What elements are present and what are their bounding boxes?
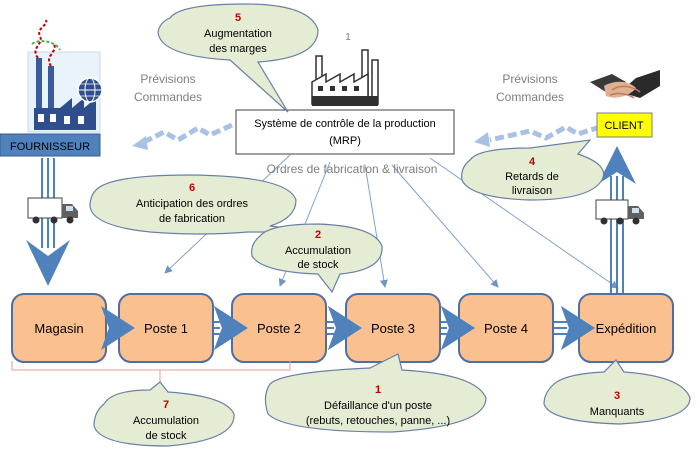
page-number: 1 xyxy=(345,32,351,43)
handshake-icon xyxy=(590,70,660,99)
callout-2-line2: de stock xyxy=(298,259,339,271)
callout-3-line1: Manquants xyxy=(590,406,645,418)
callout-7 xyxy=(93,381,235,447)
station-label: Poste 2 xyxy=(257,321,301,336)
process-stations: Magasin Poste 1 Poste 2 Poste 3 Poste 4 Expéd… xyxy=(11,293,674,363)
stock-bracket xyxy=(11,361,291,371)
callout-5 xyxy=(157,3,319,113)
callout-7-line1: Accumulation xyxy=(133,415,199,427)
callout-1-line1: Défaillance d'un poste xyxy=(324,400,432,412)
info-flow-left xyxy=(132,122,234,150)
mrp-title: Système de contrôle de la production xyxy=(254,118,436,130)
supplier-box xyxy=(0,133,101,157)
mrp-subtitle: (MRP) xyxy=(329,135,361,147)
callout-2-number: 2 xyxy=(315,229,321,241)
station-3: Poste 2 xyxy=(231,293,327,363)
order-arrow-expedition xyxy=(429,157,619,289)
callout-1-number: 1 xyxy=(375,384,381,396)
station-arrowhead xyxy=(561,306,595,350)
truck-icon xyxy=(595,199,644,225)
supplier-down-arrow xyxy=(26,158,70,286)
callout-4 xyxy=(461,139,605,201)
order-arrow-poste3 xyxy=(364,164,388,288)
station-label: Expédition xyxy=(596,321,657,336)
callout-5-line2: des marges xyxy=(209,43,267,55)
orders-label: Ordres de fabrication & livraison xyxy=(267,162,438,176)
callout-1-line2: (rebuts, retouches, panne, ...) xyxy=(306,415,450,427)
callout-3-number: 3 xyxy=(614,390,620,402)
callout-4-line2: livraison xyxy=(512,185,552,197)
left-flow-label-1: Prévisions xyxy=(140,72,195,86)
supplier: FOURNISSEUR xyxy=(0,19,103,157)
client-label: CLIENT xyxy=(604,120,643,132)
callout-7-line2: de stock xyxy=(146,430,187,442)
callout-6 xyxy=(89,174,319,235)
station-arrowhead xyxy=(328,306,362,350)
callout-7-number: 7 xyxy=(163,399,169,411)
truck-icon xyxy=(27,197,78,224)
station-box xyxy=(11,293,107,363)
left-flow-label-2: Commandes xyxy=(134,90,202,104)
callout-5-line1: Augmentation xyxy=(204,28,272,40)
right-flow-label-1: Prévisions xyxy=(502,72,557,86)
callout-3 xyxy=(543,359,691,425)
client: CLIENT xyxy=(590,70,660,138)
station-arrowhead xyxy=(214,306,248,350)
station-label: Magasin xyxy=(34,321,83,336)
callouts xyxy=(89,3,691,447)
station-6: Expédition xyxy=(578,293,674,363)
supplier-label: FOURNISSEUR xyxy=(10,141,90,153)
mrp-factory-icon xyxy=(311,49,379,106)
client-box xyxy=(596,112,653,138)
mrp-box xyxy=(235,109,455,155)
callout-6-number: 6 xyxy=(189,182,195,194)
client-up-arrow xyxy=(598,146,636,294)
callout-5-number: 5 xyxy=(235,12,241,24)
station-1: Magasin xyxy=(11,293,107,363)
globe-icon xyxy=(77,77,103,103)
order-arrow-poste4 xyxy=(391,164,499,288)
callout-6-line2: de fabrication xyxy=(159,213,225,225)
station-label: Poste 1 xyxy=(144,321,188,336)
station-5: Poste 4 xyxy=(458,293,554,363)
info-flow-right xyxy=(474,124,601,147)
flow-arrowhead-left xyxy=(132,136,148,150)
callout-4-line1: Retards de xyxy=(505,171,559,183)
callout-1 xyxy=(264,353,487,433)
factory-icon xyxy=(27,19,101,133)
station-label: Poste 3 xyxy=(371,321,415,336)
callout-2 xyxy=(251,223,383,294)
station-arrowhead xyxy=(101,306,135,350)
callout-4-number: 4 xyxy=(529,156,536,168)
callout-6-line1: Anticipation des ordres xyxy=(136,198,248,210)
flow-arrowhead-right xyxy=(474,132,490,147)
right-flow-label-2: Commandes xyxy=(496,90,564,104)
callout-2-line1: Accumulation xyxy=(285,245,351,257)
station-label: Poste 4 xyxy=(484,321,528,336)
station-arrowhead xyxy=(441,306,475,350)
